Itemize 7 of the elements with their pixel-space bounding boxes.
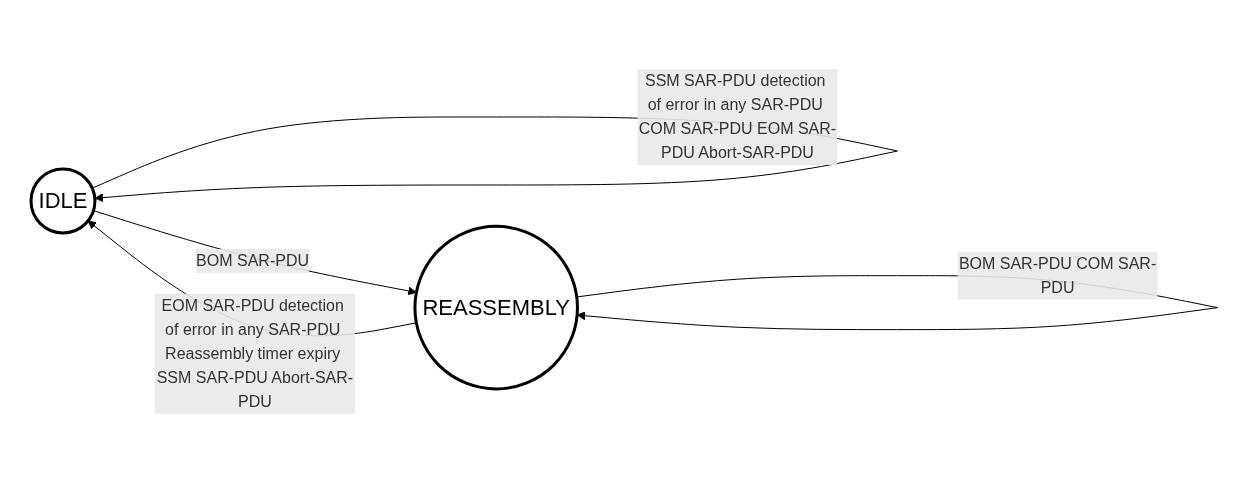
arrow — [87, 220, 417, 337]
edge-label: BOM SAR-PDU — [195, 251, 309, 269]
node-circle: REASSEMBLY — [413, 224, 579, 391]
edge-label: BOM SAR-PDU COM SAR-PDU — [958, 254, 1156, 296]
edge-label: EOM SAR-PDU detection of error in any SAR-PDU Reassembly timer expiry SSM SAR-PDU Abort-SAR-PDU — [156, 296, 353, 410]
edge-label: SSM SAR-PDU detection of error in any SAR-PDU COM SAR-PDU EOM SAR-PDU Abort-SAR-PDU — [638, 71, 836, 161]
node-circle: IDLE — [29, 167, 97, 235]
